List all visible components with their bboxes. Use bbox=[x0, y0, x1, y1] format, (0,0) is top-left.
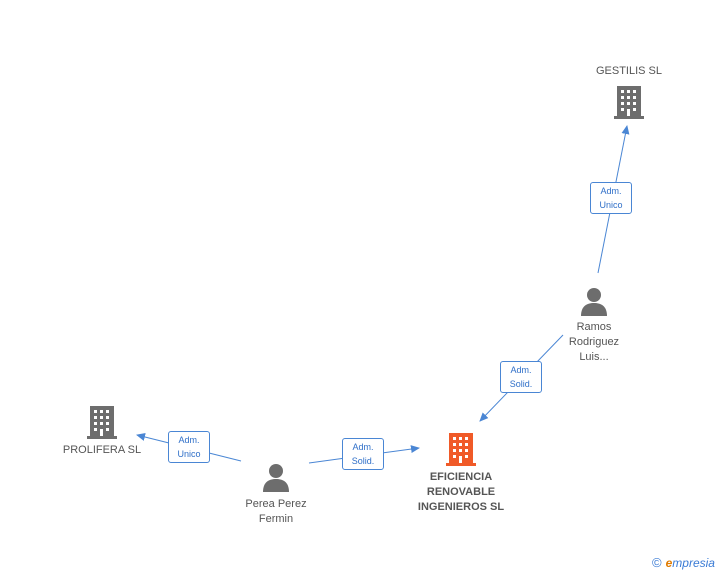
empresia-logo: ©empresia bbox=[652, 555, 715, 570]
building-icon bbox=[87, 406, 117, 439]
person-label-line: Fermin bbox=[258, 513, 294, 525]
building-icon bbox=[446, 433, 476, 466]
person-node-perea[interactable]: Perea Perez Fermin bbox=[231, 462, 321, 527]
person-icon bbox=[263, 464, 289, 492]
person-label-line: Luis... bbox=[579, 351, 609, 363]
person-label-line: Rodriguez bbox=[568, 336, 620, 348]
person-label-line: Perea Perez bbox=[245, 498, 307, 510]
person-icon bbox=[581, 288, 607, 316]
role-badge-ramos-gestilis[interactable]: Adm. Unico bbox=[590, 182, 632, 214]
copyright-icon: © bbox=[652, 555, 662, 570]
company-label-line: RENOVABLE bbox=[426, 486, 496, 498]
person-node-ramos[interactable]: Ramos Rodriguez Luis... bbox=[553, 286, 635, 365]
company-label-line: INGENIEROS SL bbox=[417, 501, 505, 513]
role-badge-perea-eficiencia[interactable]: Adm. Solid. bbox=[342, 438, 384, 470]
role-badge-ramos-eficiencia[interactable]: Adm. Solid. bbox=[500, 361, 542, 393]
person-label-line: Ramos bbox=[576, 321, 612, 333]
company-label-prolifera: PROLIFERA SL bbox=[62, 444, 142, 456]
company-node-gestilis[interactable]: GESTILIS SL bbox=[588, 64, 670, 120]
company-label-gestilis: GESTILIS SL bbox=[595, 65, 663, 77]
company-node-eficiencia-main[interactable]: EFICIENCIA RENOVABLE INGENIEROS SL bbox=[406, 431, 516, 515]
company-node-prolifera[interactable]: PROLIFERA SL bbox=[54, 404, 150, 458]
role-badge-perea-prolifera[interactable]: Adm. Unico bbox=[168, 431, 210, 463]
building-icon bbox=[614, 86, 644, 119]
company-label-line: EFICIENCIA bbox=[429, 471, 493, 483]
